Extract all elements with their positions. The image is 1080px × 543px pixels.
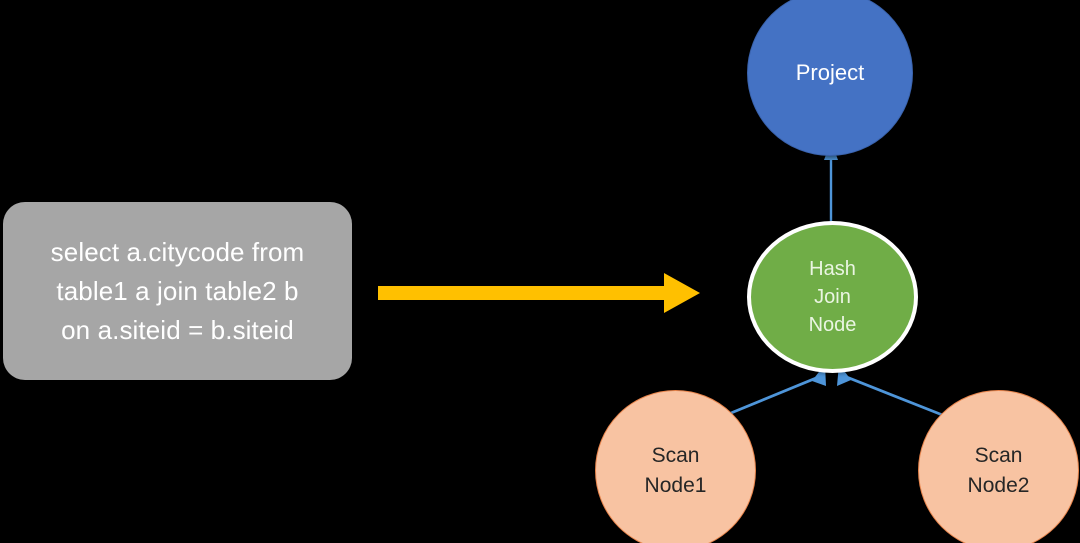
node-scan-1-label-2: Node1	[644, 473, 707, 497]
edge-scan1-to-hashjoin	[730, 364, 826, 415]
node-project[interactable]: Project	[747, 0, 913, 156]
right-arrow-icon	[378, 273, 700, 313]
sql-line-1: select a.citycode from	[50, 236, 305, 267]
edge-scan2-to-hashjoin	[837, 364, 946, 418]
sql-query-box: select a.citycode from table1 a join tab…	[3, 202, 352, 380]
node-scan-1[interactable]: Scan Node1	[595, 390, 756, 543]
sql-line-2: table1 a join table2 b	[56, 275, 299, 306]
node-scan-2-label-1: Scan	[974, 443, 1023, 467]
node-scan-2-label-2: Node2	[967, 473, 1030, 497]
node-hash-join-label-3: Node	[808, 314, 857, 336]
node-hash-join-label-1: Hash	[809, 258, 856, 280]
node-scan-1-label-1: Scan	[651, 443, 700, 467]
sql-line-3: on a.siteid = b.siteid	[61, 314, 294, 345]
node-project-label: Project	[795, 60, 865, 85]
node-scan-2[interactable]: Scan Node2	[918, 390, 1079, 543]
node-hash-join-label-2: Join	[814, 286, 851, 308]
node-hash-join[interactable]: Hash Join Node	[747, 221, 918, 373]
